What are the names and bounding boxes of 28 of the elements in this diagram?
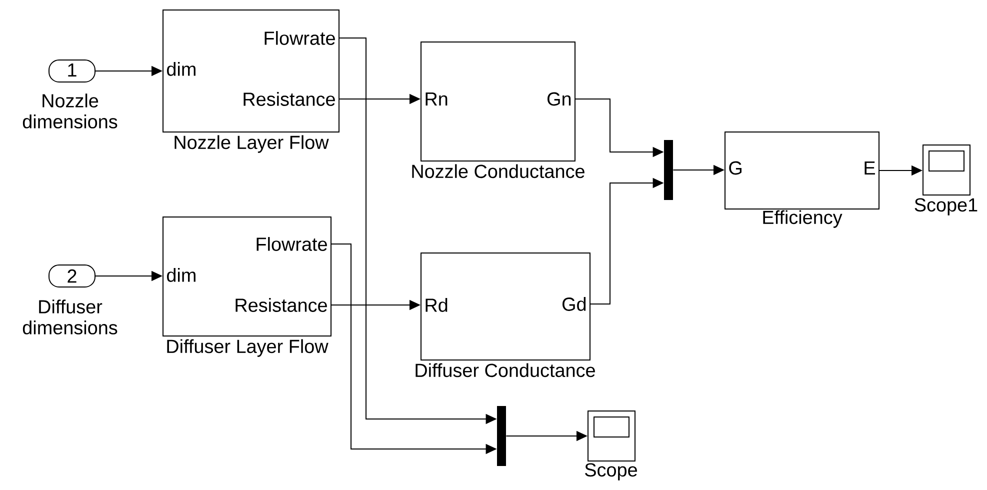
node-label: E: [864, 161, 875, 175]
node-label: G: [729, 161, 742, 175]
block-label: Scope: [585, 463, 637, 480]
node-label: dim: [167, 62, 196, 76]
inport-block: 1: [48, 60, 96, 82]
block-label: Nozzle Conductance: [412, 164, 584, 178]
inport-block: 2: [48, 264, 96, 288]
block-label: Efficiency: [763, 210, 842, 228]
node-label: Rd: [426, 298, 448, 312]
subsystem-block: Rd Gd: [420, 252, 590, 360]
node-label: Flowrate: [256, 237, 327, 251]
block-label: Scope1: [914, 198, 978, 216]
node-label: Rn: [426, 92, 448, 106]
port-label: Diffuser dimensions: [22, 300, 118, 334]
block-label: Diffuser Layer Flow: [167, 339, 328, 357]
block-label: Nozzle Layer Flow: [174, 135, 329, 153]
node-label: Gd: [562, 297, 586, 311]
subsystem-block: G E: [724, 132, 880, 210]
node-label: Gn: [548, 92, 571, 106]
subsystem-block: dim Flowrate Resistance: [162, 10, 340, 132]
node-label: dim: [167, 268, 196, 282]
block-label: Diffuser Conductance: [416, 363, 595, 378]
subsystem-block: Rn Gn: [420, 42, 576, 162]
subsystem-block: dim Flowrate Resistance: [162, 216, 332, 336]
node-label: Flowrate: [264, 31, 335, 45]
node-label: Resistance: [244, 92, 335, 106]
port-label: Nozzle dimensions: [22, 94, 118, 128]
node-label: Resistance: [236, 298, 327, 312]
